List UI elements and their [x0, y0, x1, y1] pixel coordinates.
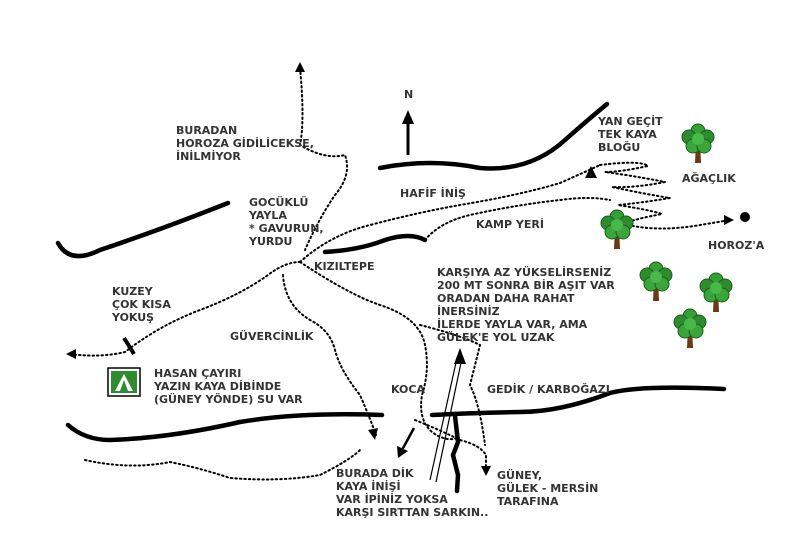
- karsiya-label: KARŞIYA AZ YÜKSELİRSENİZ 200 MT SONRA Bİ…: [437, 266, 615, 344]
- ascent-arrow-icon: [429, 348, 466, 483]
- arrow-horoz-trail-icon: [724, 215, 734, 225]
- trail-central-descent: [299, 261, 459, 441]
- yan-gecit-label: YAN GEÇİT TEK KAYA BLOĞU: [598, 115, 663, 154]
- gorge-wall: [450, 413, 461, 494]
- arrow-north-trail-icon: [295, 62, 305, 72]
- hasan-cayiri-label: HASAN ÇAYIRI YAZIN KAYA DİBİNDE (GÜNEY Y…: [154, 367, 303, 406]
- tree-icon: [600, 209, 634, 250]
- kuzey-marker-icon: [122, 336, 136, 356]
- agaclik-label: AĞAÇLIK: [682, 172, 736, 185]
- ridge-south-west: [65, 412, 385, 443]
- kuzey-label: KUZEY ÇOK KISA YOKUŞ: [112, 285, 171, 324]
- guney-label: GÜNEY, GÜLEK - MERSİN TARAFINA: [497, 469, 599, 508]
- guvercinlik-label: GÜVERCİNLİK: [230, 330, 314, 343]
- arrow-south-trail-icon: [481, 466, 491, 476]
- ridge-north: [377, 101, 610, 171]
- hafif-inis-label: HAFİF İNİŞ: [400, 187, 466, 200]
- tree-icon: [673, 308, 707, 349]
- tree-icon: [681, 123, 715, 164]
- arrow-west-trail-icon: [66, 349, 76, 359]
- gocuklu-label: GOCÜKLÜ YAYLA * GAVURUN, YURDU: [249, 196, 324, 248]
- north-label: N: [404, 88, 414, 101]
- north-arrow-icon: [402, 110, 414, 155]
- ridge-northwest: [55, 200, 231, 259]
- trail-guvercinlik: [282, 274, 377, 436]
- koca-label: KOCA: [391, 383, 425, 396]
- ridge-south-east: [429, 385, 727, 418]
- trail-south-west: [84, 449, 361, 481]
- horoz-destination-dot-icon: [740, 212, 750, 222]
- gedik-label: GEDİK / KARBOĞAZI: [487, 383, 610, 396]
- trail-switchbacks: [599, 161, 671, 223]
- kiziltepe-label: KIZILTEPE: [314, 260, 375, 273]
- burada-dik-label: BURADA DİK KAYA İNİŞİ VAR İPİNİZ YOKSA K…: [336, 467, 489, 519]
- rock-block-triangle-icon: [585, 166, 597, 178]
- trail-to-horoz: [627, 219, 731, 230]
- trail-south-edge: [414, 419, 487, 471]
- tree-icon: [639, 261, 673, 302]
- trail-east-bend: [419, 324, 486, 446]
- campsite-tent-icon: [107, 367, 141, 397]
- rock-descent-arrow-icon: [397, 427, 416, 458]
- trail-main-ridge: [299, 164, 601, 263]
- trail-kamp-loop: [424, 197, 611, 241]
- kamp-yeri-label: KAMP YERİ: [476, 218, 544, 231]
- ridge-kiziltepe: [322, 233, 428, 255]
- trail-kuzey-west: [69, 261, 301, 357]
- trail-north-branch: [298, 67, 348, 251]
- buradan-label: BURADAN HOROZA GİDİLİCEKSE, İNİLMİYOR: [176, 124, 314, 163]
- tree-icon: [699, 272, 733, 313]
- horoz-label: HOROZ'A: [708, 239, 765, 252]
- arrow-sw-trail-icon: [368, 428, 378, 440]
